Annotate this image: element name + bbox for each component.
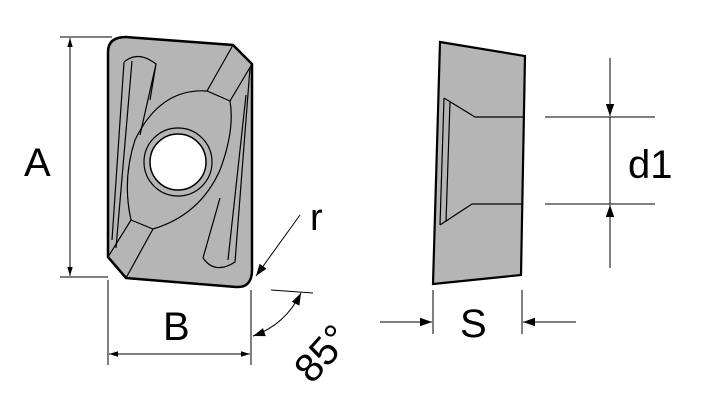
side-hole-lines — [439, 97, 523, 226]
dimension-S — [380, 290, 576, 334]
dimension-A — [60, 36, 112, 278]
chip-groove-left — [111, 55, 157, 249]
label-d1: d1 — [628, 143, 673, 187]
dimension-d1 — [545, 58, 655, 268]
label-S: S — [460, 302, 487, 346]
dimension-B — [107, 280, 252, 365]
insert-top-view — [106, 35, 254, 289]
label-angle: 85° — [286, 317, 359, 391]
corner-facet-top — [206, 44, 253, 102]
clamping-recess — [126, 90, 232, 230]
screw-hole — [149, 133, 207, 191]
chip-groove-right — [202, 67, 251, 269]
label-B: B — [163, 305, 190, 349]
side-outline — [431, 40, 527, 286]
insert-side-view — [431, 40, 527, 286]
corner-facet-bottom — [107, 219, 154, 279]
label-r: r — [310, 197, 323, 239]
angle-dimension — [252, 289, 314, 337]
label-A: A — [24, 141, 51, 185]
radius-leader — [255, 214, 301, 277]
